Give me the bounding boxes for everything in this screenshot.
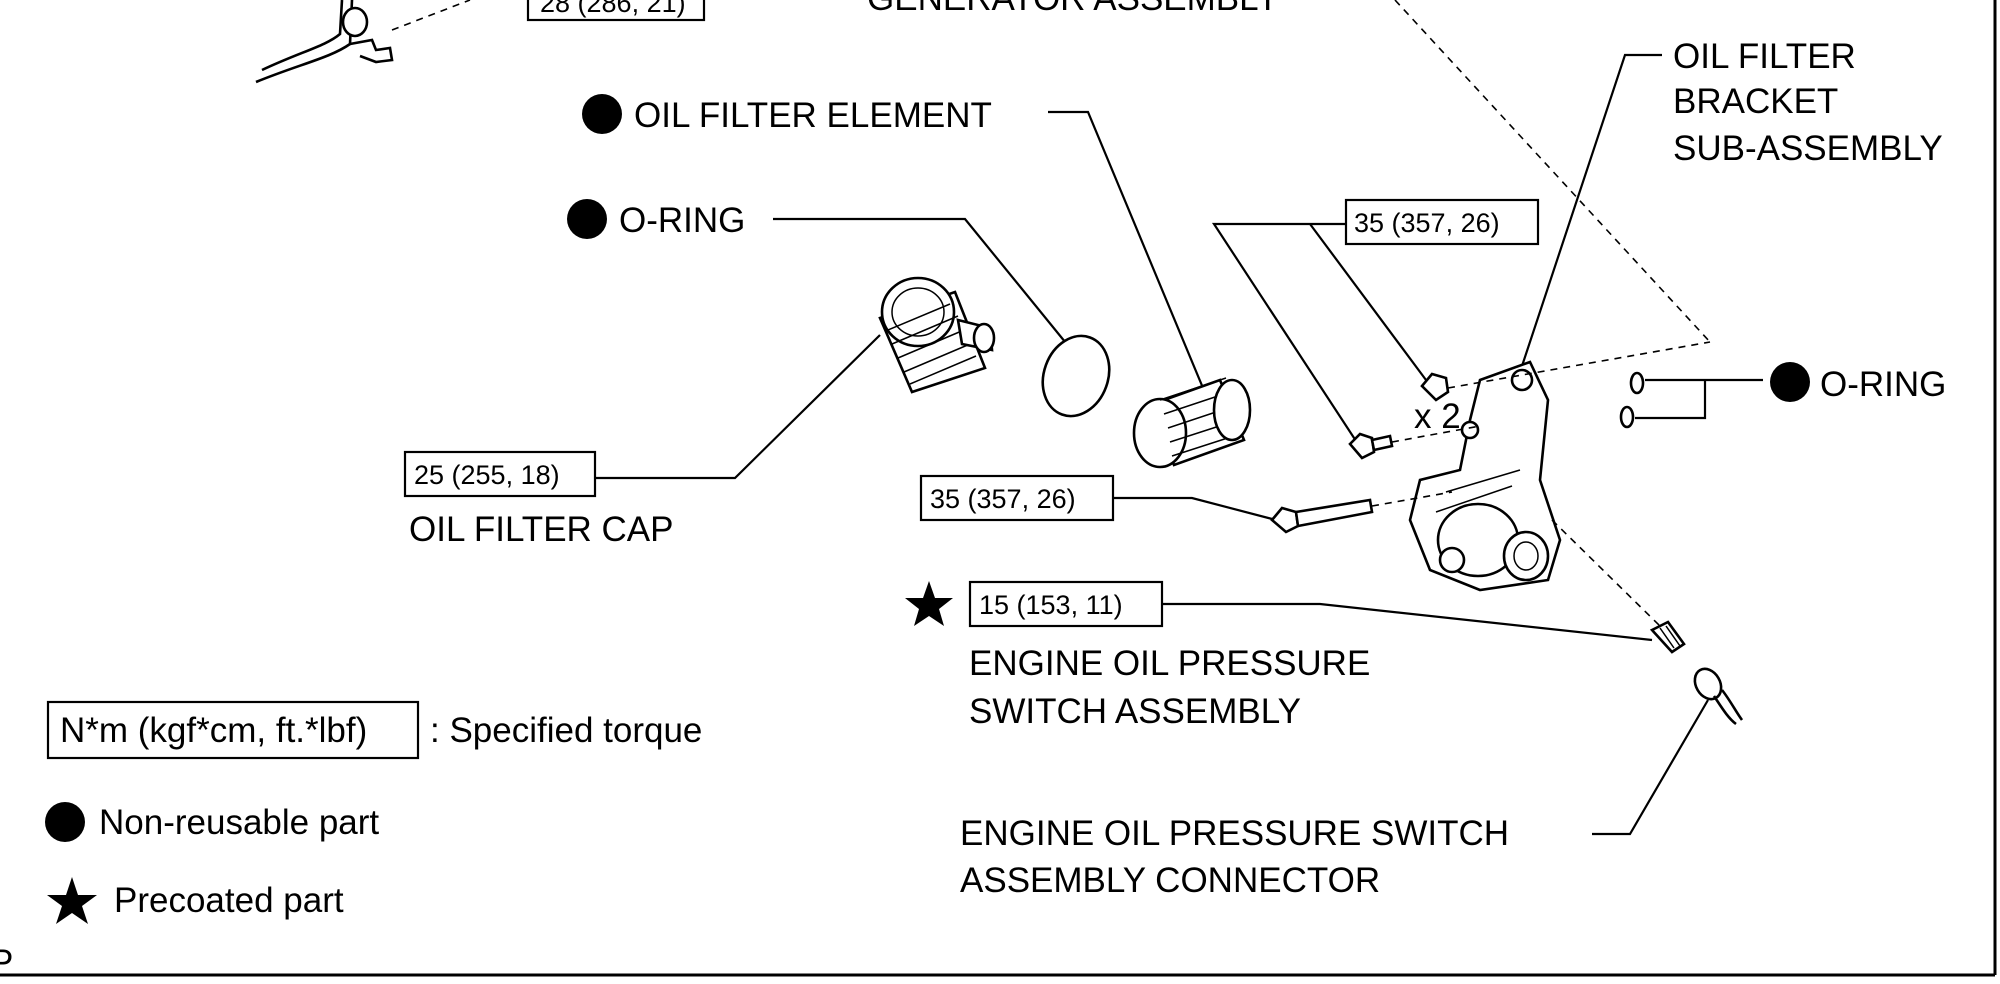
pipe-bracket-part xyxy=(255,0,394,84)
bracket-label-line2: BRACKET xyxy=(1673,82,1838,121)
torque-value-bolt: 35 (357, 26) xyxy=(930,484,1076,514)
leader-long-bolt xyxy=(1113,496,1277,522)
legend-torque-box xyxy=(46,700,420,760)
o-ring-center-part xyxy=(1041,334,1111,418)
pressure-switch-label-line1: ENGINE OIL PRESSURE xyxy=(969,644,1370,683)
bolt-axis-dash-2 xyxy=(1391,425,1481,443)
oil-filter-cap-label: OIL FILTER CAP xyxy=(409,510,674,549)
generator-assembly-label: GENERATOR ASSEMBLY xyxy=(867,0,1279,18)
leader-bracket xyxy=(1520,53,1662,367)
bracket-label-line3: SUB-ASSEMBLY xyxy=(1673,129,1943,168)
legend-non-reusable-icon xyxy=(45,802,85,842)
legend-precoated-text: Precoated part xyxy=(114,881,344,920)
torque-value-top: 28 (286, 21) xyxy=(540,0,686,18)
torque-value-cap: 25 (255, 18) xyxy=(414,460,560,490)
bracket-nut-part xyxy=(1420,372,1450,402)
legend-torque-box-text: N*m (kgf*cm, ft.*lbf) xyxy=(60,711,367,750)
legend-torque-description: : Specified torque xyxy=(430,711,702,750)
torque-box-cap xyxy=(403,450,597,498)
leader-oil-filter-cap xyxy=(595,334,881,480)
o-ring-right-label: O-RING xyxy=(1820,365,1946,404)
torque-box-top xyxy=(526,0,706,22)
quantity-label: x 2 xyxy=(1414,397,1461,436)
bracket-label-line1: OIL FILTER xyxy=(1673,37,1856,76)
corner-reference-mark: P xyxy=(0,943,13,982)
precoated-mark-switch xyxy=(905,581,953,626)
legend-precoated-icon xyxy=(47,877,97,924)
switch-axis-dash xyxy=(1551,519,1663,629)
torque-value-switch: 15 (153, 11) xyxy=(979,590,1123,620)
torque-value-bracket: 35 (357, 26) xyxy=(1354,208,1500,238)
leader-bracket-torque xyxy=(1211,222,1427,445)
oil-filter-cap-part xyxy=(878,276,996,394)
o-ring-small-parts xyxy=(1619,371,1645,429)
non-reusable-mark-filter-element xyxy=(582,94,622,134)
leader-filter-element xyxy=(1048,110,1210,401)
pressure-switch-connector-part xyxy=(1693,667,1744,726)
non-reusable-mark-o-ring-right xyxy=(1770,362,1810,402)
leader-o-ring-center xyxy=(773,217,1071,349)
leader-connector xyxy=(1592,699,1709,836)
leader-dash-top-left xyxy=(391,0,471,31)
oil-filter-element-label: OIL FILTER ELEMENT xyxy=(634,96,992,135)
legend-non-reusable-text: Non-reusable part xyxy=(99,803,379,842)
non-reusable-mark-o-ring-center xyxy=(567,199,607,239)
leader-pressure-switch xyxy=(1162,602,1653,642)
bolt-axis-dash-3 xyxy=(1371,491,1453,507)
connector-label-line2: ASSEMBLY CONNECTOR xyxy=(960,861,1380,900)
bolt-axis-dash-1 xyxy=(1447,341,1711,389)
leader-o-ring-right xyxy=(1635,378,1763,420)
bracket-bolt-short-part xyxy=(1348,432,1394,460)
oil-filter-bracket-part xyxy=(1408,360,1562,592)
oil-filter-element-part xyxy=(1132,377,1252,469)
torque-box-bolt xyxy=(919,474,1115,522)
leader-dash-generator xyxy=(1394,0,1711,343)
connector-label-line1: ENGINE OIL PRESSURE SWITCH xyxy=(960,814,1509,853)
torque-box-bracket xyxy=(1344,198,1540,246)
long-bolt-part xyxy=(1270,498,1374,534)
o-ring-center-label: O-RING xyxy=(619,201,745,240)
pressure-switch-label-line2: SWITCH ASSEMBLY xyxy=(969,692,1301,731)
pressure-switch-part xyxy=(1649,620,1686,654)
